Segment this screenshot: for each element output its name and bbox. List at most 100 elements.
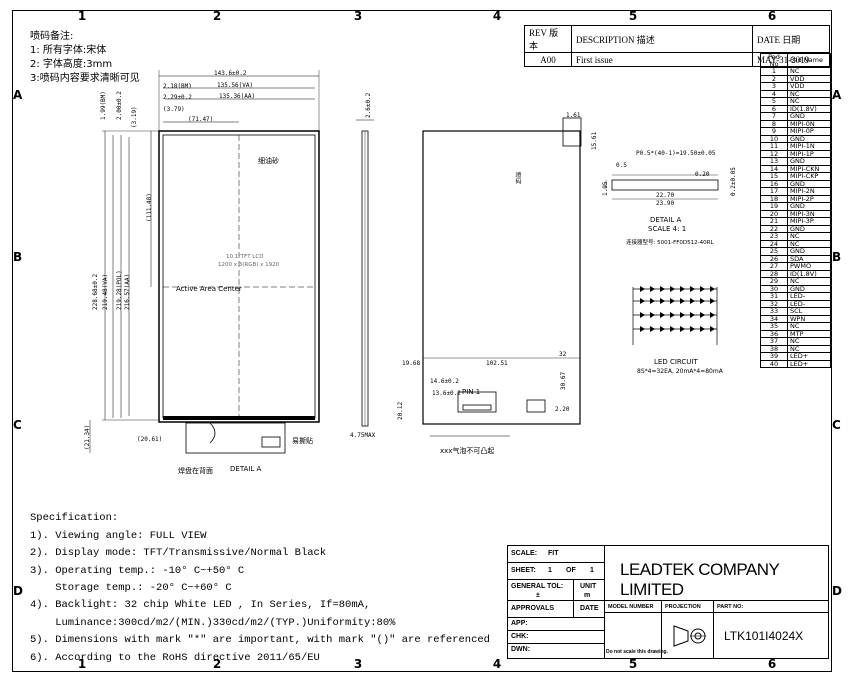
part-number: LTK101I4024X xyxy=(724,629,804,643)
sheet-label: SHEET: xyxy=(511,567,536,574)
title-block: SCALE: FIT SHEET: 1 OF 1 GENERAL TOL: ± … xyxy=(507,545,829,659)
specification-block: Specification:1). Viewing angle: FULL VI… xyxy=(30,493,490,684)
dim-fpc-height: 20.12 xyxy=(397,401,404,420)
spec-line: Luminance:300cd/m2/(MIN.)330cd/m2/(TYP.)… xyxy=(30,616,396,629)
dim-stiffener: 30.67 xyxy=(560,371,567,390)
zone-row-d-left: D xyxy=(13,584,23,598)
dim-va-width: 135.56(VA) xyxy=(217,82,254,89)
dim-stiffener-gap: 2.20 xyxy=(555,406,570,413)
zone-col-4: 4 xyxy=(492,9,502,23)
dim-pol-height: 219.28(POL) xyxy=(116,270,123,310)
pad-name-header: Pad Name xyxy=(787,53,831,68)
zone-row-d-right: D xyxy=(832,584,842,598)
dwn-label: DWN: xyxy=(511,646,531,653)
detail-a-title: DETAIL A xyxy=(650,216,682,224)
detail-a-view xyxy=(605,174,719,200)
led-diode xyxy=(710,312,715,318)
app-label: APP: xyxy=(511,620,528,627)
led-diode xyxy=(670,286,675,292)
zone-col-2: 2 xyxy=(212,657,222,671)
zone-col-5: 5 xyxy=(628,657,638,671)
dim-fpc-width: 14.6±0.2 xyxy=(430,378,459,385)
led-diode xyxy=(680,286,685,292)
dim-offset-top: 2.29±0.2 xyxy=(163,94,192,101)
dim-max-thickness: 4.75MAX xyxy=(350,432,376,439)
part-no-label: PART NO: xyxy=(717,604,744,610)
led-diode xyxy=(650,326,655,332)
dim-tape-top: 1.61 xyxy=(566,112,581,119)
led-diode xyxy=(690,312,695,318)
zone-col-6: 6 xyxy=(767,9,777,23)
led-diode xyxy=(640,312,645,318)
zone-markers-top: 1 2 3 4 5 6 xyxy=(12,9,830,23)
dim-fpc-offset: (20.61) xyxy=(137,436,163,443)
led-circuit-title: LED CIRCUIT xyxy=(654,358,698,366)
rev-value: A00 xyxy=(524,52,572,67)
led-diode xyxy=(660,298,665,304)
pad-name: LED+ xyxy=(787,359,831,368)
connector-model: 连接器型号: 5001-FF0D512-40RL xyxy=(626,240,714,246)
chk-label: CHK: xyxy=(511,633,529,640)
spec-line: 5). Dimensions with mark "*" are importa… xyxy=(30,634,490,647)
led-diode xyxy=(690,286,695,292)
pad-no-header: Pad No xyxy=(760,53,788,68)
led-diode xyxy=(700,326,705,332)
tolerance-label: GENERAL TOL: xyxy=(511,583,564,590)
led-diode xyxy=(660,326,665,332)
led-diode xyxy=(670,326,675,332)
zone-row-c-left: C xyxy=(13,418,22,432)
dim-connector-outer: 23.90 xyxy=(656,200,675,207)
led-diodes xyxy=(640,286,715,332)
led-diode xyxy=(680,326,685,332)
date-label: DATE xyxy=(580,605,599,612)
unit-label: UNIT xyxy=(580,583,597,590)
spec-line: Storage temp.: -20° C~+60° C xyxy=(30,582,232,595)
led-diode xyxy=(660,312,665,318)
scale-label: SCALE: xyxy=(511,550,538,557)
detail-a-callout: DETAIL A xyxy=(230,465,262,473)
led-circuit-spec: 8S*4=32EA, 20mA*4=80mA xyxy=(637,368,723,375)
lcd-type-label: 10.1"TFT LCD xyxy=(226,254,264,260)
led-diode xyxy=(690,326,695,332)
zone-col-4: 4 xyxy=(492,657,502,671)
front-view xyxy=(89,70,320,454)
led-diode xyxy=(650,298,655,304)
dim-connector-tol: 0.2±0.05 xyxy=(730,167,737,196)
dim-overall-width: 143.6±0.2 xyxy=(214,70,247,77)
spec-line: 6). According to the RoHS directive 2011… xyxy=(30,651,320,664)
dim-fpc-length: (21.34) xyxy=(84,424,91,450)
spec-line: 4). Backlight: 32 chip White LED , In Se… xyxy=(30,599,371,612)
dim-back-right: 32 xyxy=(559,351,567,358)
notes-title: 喷码备注: xyxy=(30,31,74,42)
dim-half-width: (71.47) xyxy=(188,116,214,123)
zone-row-b-left: B xyxy=(13,250,23,264)
description-header: DESCRIPTION 描述 xyxy=(571,25,753,53)
zone-col-2: 2 xyxy=(212,9,222,23)
dim-pin-width: 0.5 xyxy=(616,162,627,169)
active-area-center-label: Active Area Center xyxy=(176,285,242,293)
printing-notes: 喷码备注: 1: 所有字体:宋体 2: 字体高度:3mm 3:喷码内容要求清晰可… xyxy=(30,30,140,86)
unit-value: m xyxy=(584,592,591,599)
led-diode xyxy=(650,312,655,318)
led-diode xyxy=(670,298,675,304)
drawing-frame xyxy=(12,10,832,672)
dim-va-height: 219.48(VA) xyxy=(102,273,109,310)
led-circuit-diagram xyxy=(632,287,718,345)
detail-a-scale: SCALE 4: 1 xyxy=(648,225,687,233)
sheet-value: 1 xyxy=(548,567,552,574)
led-diode xyxy=(640,298,645,304)
zone-row-a-left: A xyxy=(13,88,23,102)
dim-overall-height: 228.68±0.2 xyxy=(92,273,99,310)
led-diode xyxy=(700,298,705,304)
zone-col-3: 3 xyxy=(353,657,363,671)
dim-fpc-inner: 13.6±0.2 xyxy=(432,390,461,397)
note-line: 2: 字体高度:3mm xyxy=(30,59,113,70)
spec-line: 1). Viewing angle: FULL VIEW xyxy=(30,529,207,542)
dim-ref-side: (3.19) xyxy=(131,106,138,128)
back-view xyxy=(422,117,582,437)
zone-col-3: 3 xyxy=(353,9,363,23)
zone-col-6: 6 xyxy=(767,657,777,671)
dim-pin-pitch: P0.5*(40-1)=19.50±0.05 xyxy=(636,150,716,157)
led-diode xyxy=(680,298,685,304)
